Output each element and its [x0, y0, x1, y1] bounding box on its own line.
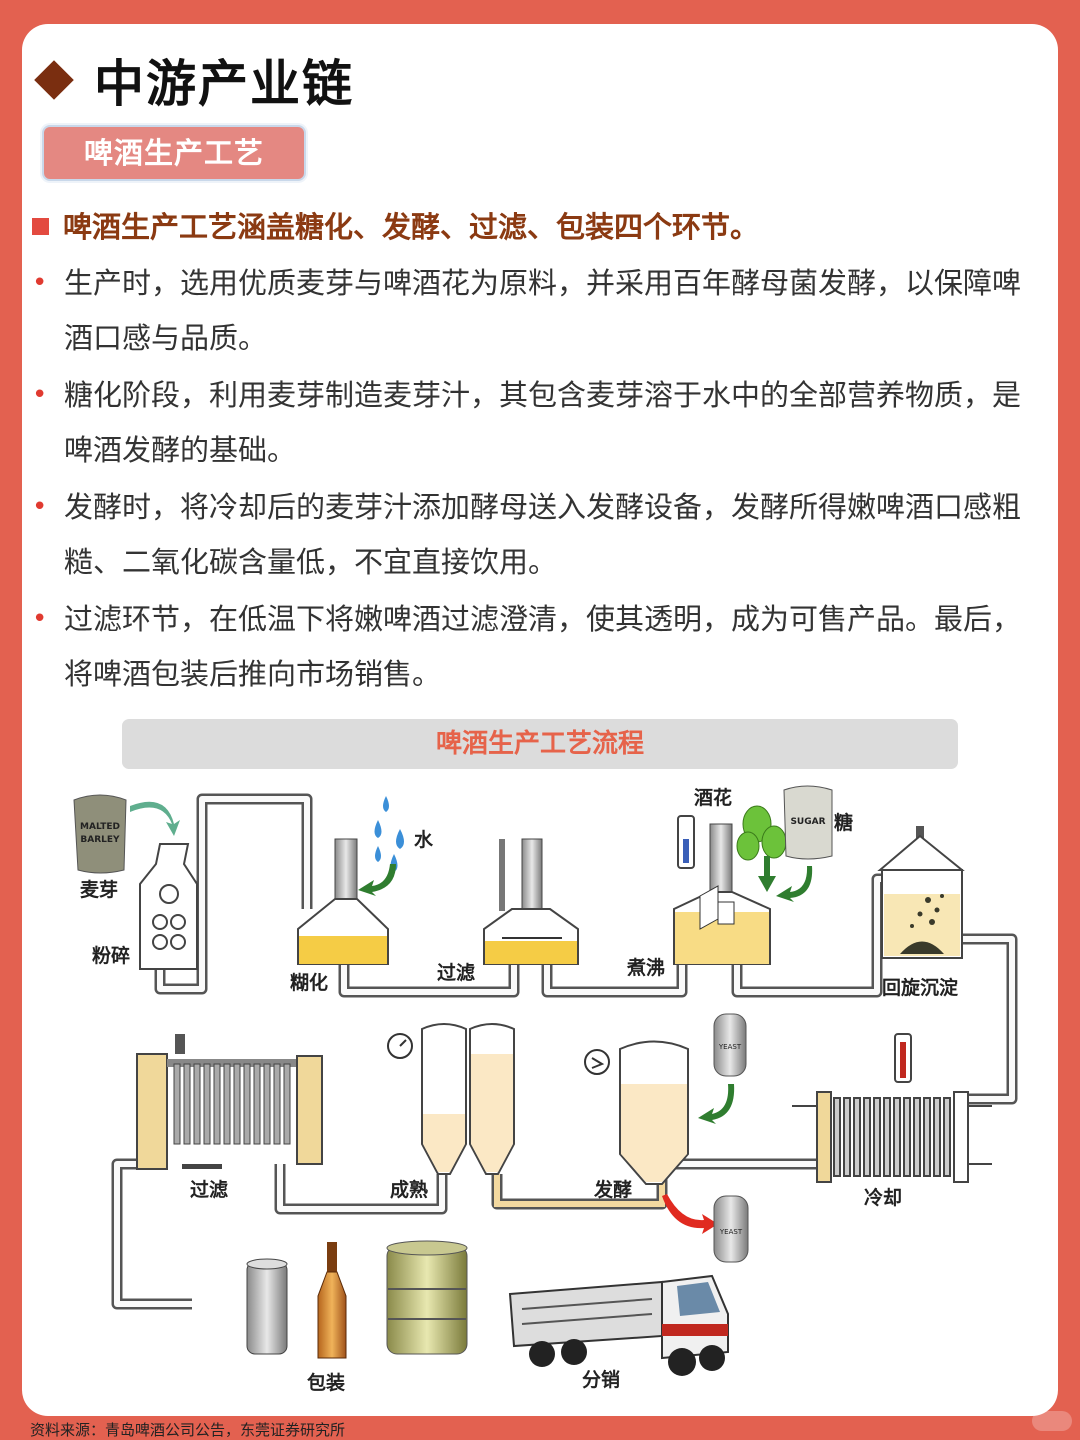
list-item: • 过滤环节，在低温下将嫩啤酒过滤澄清，使其透明，成为可售产品。最后，将啤酒包装… — [32, 592, 1047, 702]
list-item: • 发酵时，将冷却后的麦芽汁添加酵母送入发酵设备，发酵所得嫩啤酒口感粗糙、二氧化… — [32, 480, 1047, 590]
plate-filter-icon — [136, 1034, 323, 1170]
list-item-text: 发酵时，将冷却后的麦芽汁添加酵母送入发酵设备，发酵所得嫩啤酒口感粗糙、二氧化碳含… — [64, 490, 1022, 579]
square-bullet-icon — [32, 217, 49, 235]
mash-tun-icon — [297, 838, 389, 965]
heat-exchanger-icon — [792, 1091, 992, 1183]
list-item: • 糖化阶段，利用麦芽制造麦芽汁，其包含麦芽溶于水中的全部营养物质，是啤酒发酵的… — [32, 368, 1047, 478]
svg-text:SUGAR: SUGAR — [790, 817, 825, 827]
label-mash: 糊化 — [290, 971, 328, 994]
svg-text:YEAST: YEAST — [718, 1043, 742, 1051]
content-card: 中游产业链 啤酒生产工艺 啤酒生产工艺涵盖糖化、发酵、过滤、包装四个环节。 • … — [22, 24, 1058, 1416]
fermentation-tank-icon — [619, 1040, 689, 1185]
boil-kettle-icon — [673, 823, 771, 965]
label-boil: 煮沸 — [626, 956, 665, 979]
filter-plates — [173, 1063, 291, 1145]
label-lauter: 过滤 — [437, 962, 475, 984]
svg-text:YEAST: YEAST — [719, 1228, 743, 1236]
svg-text:MALTED: MALTED — [80, 822, 120, 832]
section-tag: 啤酒生产工艺 — [42, 125, 306, 181]
label-water: 水 — [414, 829, 434, 851]
arrow-icon — [776, 866, 813, 902]
mill-icon — [139, 843, 198, 970]
bullet-dot-icon: • — [32, 604, 48, 634]
yeast-tank-icon: YEAST — [713, 1013, 747, 1077]
label-filter: 过滤 — [190, 1179, 228, 1201]
keg-icon — [386, 1240, 468, 1355]
hops-icon — [736, 805, 787, 861]
bottle-icon — [317, 1242, 347, 1359]
bullet-dot-icon: • — [32, 268, 48, 298]
thermometer-icon — [894, 1033, 912, 1083]
bullet-dot-icon: • — [32, 380, 48, 410]
yeast-tank-icon: YEAST — [713, 1195, 749, 1263]
sugar-bag-icon: SUGAR — [783, 785, 833, 860]
diagram-title: 啤酒生产工艺流程 — [122, 719, 958, 769]
label-package: 包装 — [307, 1371, 345, 1394]
red-arrow-icon — [662, 1194, 718, 1234]
arrow-icon — [758, 856, 776, 892]
water-drops-icon — [374, 796, 404, 872]
page-title: 中游产业链 — [94, 55, 354, 113]
label-distribute: 分销 — [582, 1368, 620, 1391]
label-cool: 冷却 — [864, 1186, 902, 1209]
pipes — [111, 793, 1018, 1310]
label-malt: 麦芽 — [80, 878, 118, 901]
list-item-text: 过滤环节，在低温下将嫩啤酒过滤澄清，使其透明，成为可售产品。最后，将啤酒包装后推… — [64, 602, 1022, 691]
list-item: • 生产时，选用优质麦芽与啤酒花为原料，并采用百年酵母菌发酵，以保障啤酒口感与品… — [32, 256, 1047, 366]
process-flow-diagram: MALTED BARLEY 麦芽 粉碎 水 糊化 — [73, 785, 1018, 1394]
headline: 啤酒生产工艺涵盖糖化、发酵、过滤、包装四个环节。 — [32, 204, 759, 246]
arrow-icon — [358, 864, 396, 896]
can-icon — [246, 1258, 288, 1355]
thermometer-icon — [677, 815, 695, 869]
beer-pipe — [494, 1174, 665, 1207]
title-row: 中游产业链 — [32, 50, 354, 113]
list-item-text: 糖化阶段，利用麦芽制造麦芽汁，其包含麦芽溶于水中的全部营养物质，是啤酒发酵的基础… — [64, 378, 1022, 467]
whirlpool-tank-icon — [877, 826, 965, 959]
truck-icon — [508, 1274, 729, 1376]
label-hops: 酒花 — [694, 786, 732, 809]
bullet-dot-icon: • — [32, 492, 48, 522]
source-note: 资料来源：青岛啤酒公司公告，东莞证券研究所 — [30, 1421, 346, 1439]
label-mill: 粉碎 — [92, 944, 130, 967]
bullet-list: • 生产时，选用优质麦芽与啤酒花为原料，并采用百年酵母菌发酵，以保障啤酒口感与品… — [32, 256, 1047, 704]
maturation-tanks-icon — [421, 1023, 515, 1175]
list-item-text: 生产时，选用优质麦芽与啤酒花为原料，并采用百年酵母菌发酵，以保障啤酒口感与品质。 — [64, 266, 1022, 355]
clock-icon — [387, 1033, 413, 1059]
svg-text:BARLEY: BARLEY — [80, 835, 120, 845]
arrow-icon — [698, 1084, 735, 1124]
watermark-logo — [1032, 1411, 1072, 1431]
label-whirlpool: 回旋沉淀 — [882, 976, 959, 999]
label-sugar: 糖 — [834, 811, 853, 834]
headline-text: 啤酒生产工艺涵盖糖化、发酵、过滤、包装四个环节。 — [63, 210, 760, 244]
label-mature: 成熟 — [390, 1178, 428, 1201]
malt-bag-icon: MALTED BARLEY — [73, 794, 127, 874]
arrow-icon — [130, 801, 180, 836]
lauter-tun-icon — [483, 838, 579, 965]
label-ferment: 发酵 — [593, 1178, 632, 1201]
clock-icon — [584, 1049, 610, 1075]
